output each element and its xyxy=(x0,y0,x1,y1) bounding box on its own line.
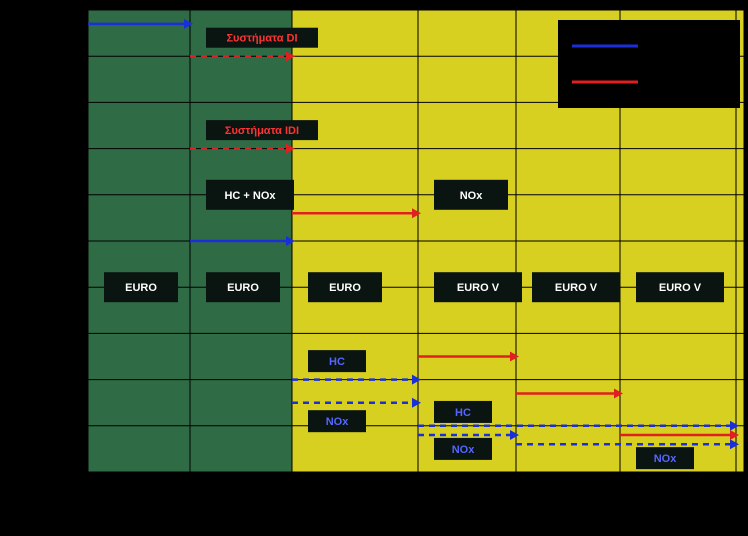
plot-frame xyxy=(87,9,745,473)
tick-labels: 0.00 0.20 0.40 0.60 0.80 1.00 1992 1996 2000 2007… xyxy=(49,3,748,507)
annotation-box xyxy=(532,272,620,303)
annotation-text: EURO xyxy=(329,282,361,294)
y-tick-label: 0.60 xyxy=(49,188,73,202)
annotation-box xyxy=(206,179,294,210)
x-tick-label: 2016 xyxy=(723,493,748,507)
annotation-box-6: EURO V xyxy=(532,272,620,303)
series-arrow-9 xyxy=(412,208,421,219)
annotation-text: Συστήματα IDI xyxy=(225,125,299,137)
series-arrow-12 xyxy=(730,430,739,441)
annotation-box-4: EURO xyxy=(308,272,382,303)
annotation-tag-11: NOx xyxy=(308,410,366,433)
annotation-box-3: EURO xyxy=(206,272,280,303)
series-arrow-2 xyxy=(412,374,421,385)
series-arrow-1 xyxy=(286,236,295,246)
annotation-callout-0: Συστήματα DI xyxy=(206,27,318,48)
annotation-text: NOx xyxy=(654,453,678,465)
annotation-box xyxy=(308,272,382,303)
y-tick-label: 0.00 xyxy=(49,465,73,479)
annotation-box-8: HC + NOx xyxy=(206,179,294,210)
y-tick-label: 0.40 xyxy=(49,280,73,294)
series-arrow-10 xyxy=(510,351,519,362)
annotation-box xyxy=(636,272,724,303)
annotation-box-9: NOx xyxy=(434,179,508,210)
series-arrow-7 xyxy=(286,51,295,62)
series-arrow-11 xyxy=(614,388,623,399)
y-tick-label: 0.20 xyxy=(49,373,73,387)
annotation-box xyxy=(104,272,178,303)
annotation-text: EURO xyxy=(227,282,259,294)
annotation-text: HC + NOx xyxy=(224,190,276,202)
series-arrow-3 xyxy=(412,397,421,408)
series-arrow-5 xyxy=(510,430,519,441)
legend-label: Βενζίνη xyxy=(658,39,698,53)
x-tick-label: 1992 xyxy=(75,493,102,507)
annotation-text: EURO V xyxy=(659,282,702,294)
annotation-tag-10: HC xyxy=(308,350,366,373)
annotation-box-2: EURO xyxy=(104,272,178,303)
annotation-callout-1: Συστήματα IDI xyxy=(206,120,318,141)
annotation-box-7: EURO V xyxy=(636,272,724,303)
x-tick-label: 1996 xyxy=(177,493,204,507)
annotations: Συστήματα DI Συστήματα IDI EURO EURO EURO EUR… xyxy=(104,27,724,470)
annotation-box xyxy=(206,272,280,303)
annotation-box xyxy=(308,410,366,433)
x-tick-label: 2012 xyxy=(607,493,634,507)
annotation-text: HC xyxy=(329,356,345,368)
annotation-box-5: EURO V xyxy=(434,272,522,303)
series-arrow-4 xyxy=(730,420,739,431)
series-arrow-0 xyxy=(184,18,193,29)
annotation-box xyxy=(636,447,694,470)
annotation-box xyxy=(434,179,508,210)
annotation-box xyxy=(206,27,318,48)
annotation-text: NOx xyxy=(326,416,350,428)
y-tick-label: 1.00 xyxy=(49,3,73,17)
annotation-tag-12: HC xyxy=(434,400,492,423)
annotation-box xyxy=(434,437,492,460)
annotation-tag-13: NOx xyxy=(434,437,492,460)
series-arrow-6 xyxy=(730,439,739,450)
x-axis-label: Έτος xyxy=(402,515,434,531)
annotation-text: Συστήματα DI xyxy=(226,33,297,45)
annotation-box xyxy=(308,350,366,373)
annotation-text: EURO V xyxy=(555,282,598,294)
y-axis-label: Εκπομπές HC / NOx (g/km) xyxy=(5,197,21,369)
annotation-box xyxy=(434,400,492,423)
annotation-box xyxy=(434,272,522,303)
x-tick-label: 2008 xyxy=(503,493,530,507)
series-arrow-8 xyxy=(286,143,295,154)
x-tick-label: 2007 xyxy=(405,493,432,507)
x-tick-label: 2000 xyxy=(279,493,306,507)
legend-box xyxy=(558,20,740,108)
annotation-box xyxy=(206,120,318,141)
annotation-text: EURO V xyxy=(457,282,500,294)
annotation-text: EURO xyxy=(125,282,157,294)
annotation-tag-14: NOx xyxy=(636,447,694,470)
y-tick-label: 0.80 xyxy=(49,95,73,109)
annotation-text: NOx xyxy=(452,444,476,456)
legend-label: Diesel xyxy=(658,75,691,89)
series-lines xyxy=(88,18,739,450)
annotation-text: HC xyxy=(455,407,471,419)
annotation-text: NOx xyxy=(460,190,484,202)
